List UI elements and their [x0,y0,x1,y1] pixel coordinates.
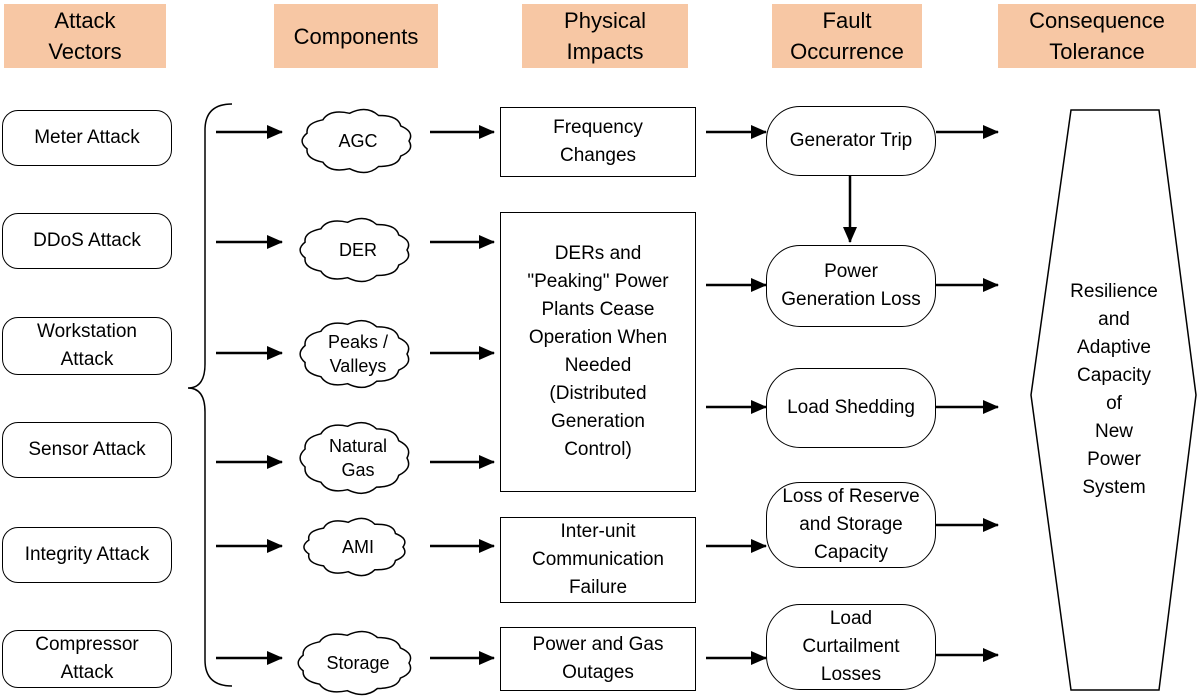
attack-integrity: Integrity Attack [2,527,172,583]
component-peaks-valleys: Peaks / Valleys [327,332,389,376]
fault-loss-of-reserve: Loss of Reserve and Storage Capacity [766,482,936,568]
component-agc: AGC [338,131,378,151]
fault-generator-trip: Generator Trip [766,106,936,176]
consequence-hexagon [1030,109,1197,691]
attack-brace [187,103,233,687]
cloud-natural-gas [299,421,410,495]
consequence-label: Resilience and Adaptive Capacity of New … [1070,281,1158,498]
attack-compressor: Compressor Attack [2,630,172,688]
header-physical-impacts: Physical Impacts [522,4,688,68]
header-components: Components [274,4,438,68]
component-natural-gas: Natural Gas [328,436,388,480]
attack-ddos: DDoS Attack [2,213,172,269]
impact-der-peaking: DERs and "Peaking" Power Plants Cease Op… [500,212,696,492]
impact-communication-failure: Inter-unit Communication Failure [500,517,696,603]
fault-load-shedding: Load Shedding [766,368,936,448]
fault-power-generation-loss: Power Generation Loss [766,245,936,327]
impact-frequency-changes: Frequency Changes [500,107,696,177]
header-attack-vectors: Attack Vectors [4,4,166,68]
component-der: DER [338,240,377,260]
impact-power-gas-outages: Power and Gas Outages [500,627,696,691]
cloud-ami [303,517,406,577]
cloud-peaks-valleys [299,319,410,389]
header-consequence-tolerance: Consequence Tolerance [998,4,1196,68]
component-ami: AMI [341,537,374,557]
attack-workstation: Workstation Attack [2,317,172,375]
attack-meter: Meter Attack [2,110,172,166]
cloud-layer [297,108,412,696]
header-fault-occurrence: Fault Occurrence [772,4,922,68]
cloud-agc [301,108,412,174]
attack-sensor: Sensor Attack [2,422,172,478]
cloud-der [299,217,410,283]
component-storage: Storage [326,653,390,673]
fault-load-curtailment: Load Curtailment Losses [766,604,936,690]
cloud-storage [297,630,412,696]
